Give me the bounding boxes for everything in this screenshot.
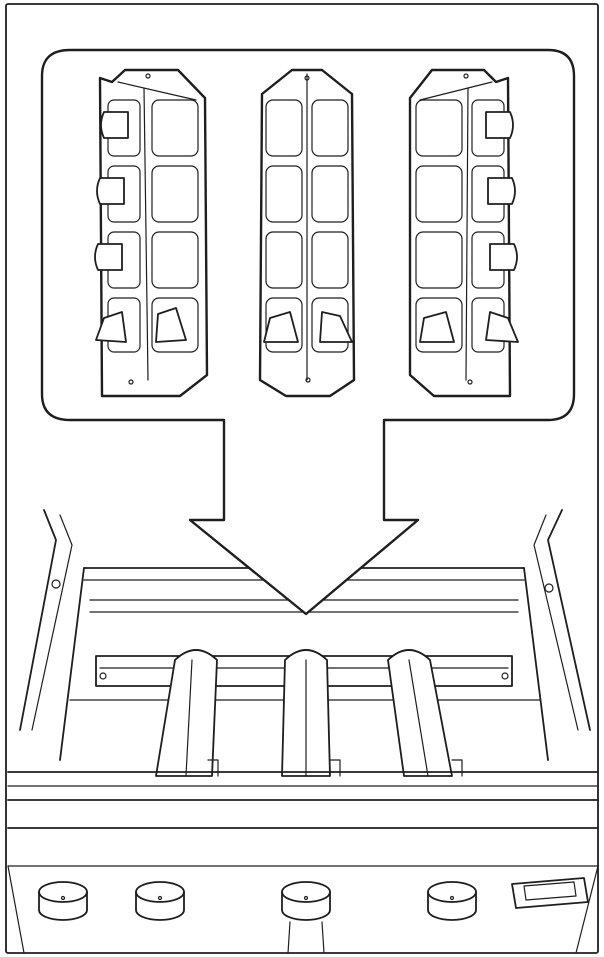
control-knob-1 (38, 881, 88, 921)
flavorizer-bar-left (94, 68, 209, 398)
lid-edge-left (19, 509, 57, 731)
control-panel-edge-right (575, 865, 599, 954)
support-rail (95, 655, 513, 687)
control-knob-4 (427, 881, 477, 921)
burner-tube-left (155, 649, 219, 777)
cookbox-side-left (59, 567, 85, 761)
lid-edge-right-inner (533, 514, 579, 731)
control-knob-3 (281, 881, 331, 954)
control-knob-2 (135, 881, 185, 921)
rail-hole-right (501, 672, 509, 680)
display-module (511, 877, 589, 909)
grill-body (7, 509, 599, 954)
rail-hole-left (99, 672, 107, 680)
flavorizer-bar-right (408, 68, 519, 398)
burner-tube-center (281, 649, 341, 777)
cookbox-side-right (523, 567, 549, 761)
lid-bolt-left (51, 579, 61, 589)
lid-bolt-right (544, 583, 554, 593)
outer-frame (5, 3, 599, 954)
flavorizer-bar-center (258, 68, 356, 398)
lid-edge-left-inner (31, 514, 73, 731)
burner-tube-right (387, 649, 463, 777)
lid-edge-right (547, 509, 591, 731)
control-panel-edge-left (7, 865, 25, 954)
